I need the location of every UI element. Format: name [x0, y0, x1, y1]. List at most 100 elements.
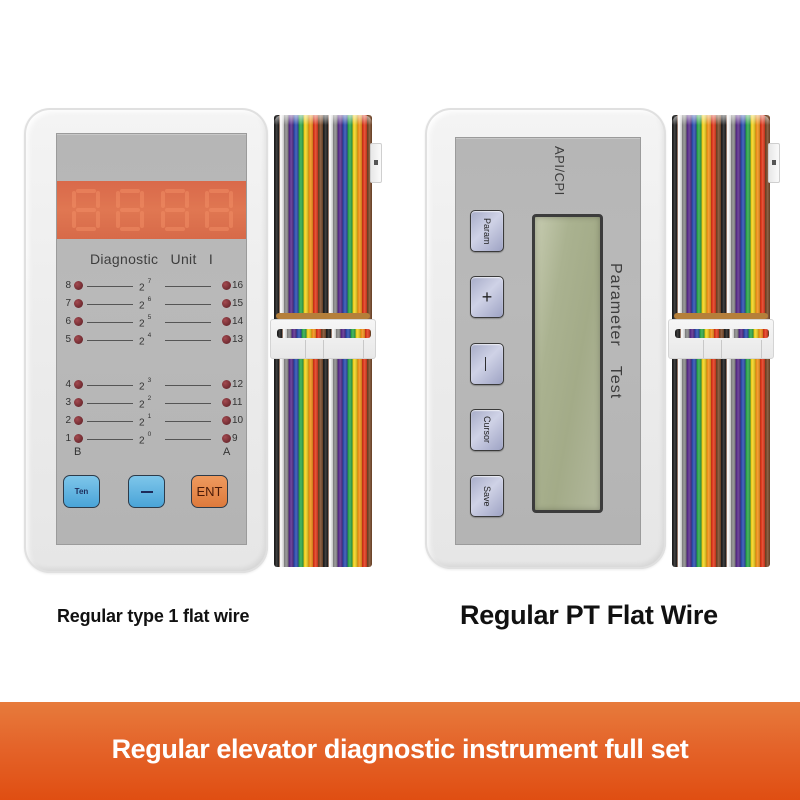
minus-icon: —: [479, 357, 495, 371]
param-button-label: Param: [482, 217, 492, 245]
parameter-test-faceplate: API/CPI Parameter Test Param + — Cursor …: [455, 137, 641, 545]
cable-fold: [672, 115, 770, 125]
led-number-b: 6: [65, 316, 71, 327]
divider: [165, 385, 211, 386]
model-label: API/CPI: [552, 146, 567, 196]
column-label-a: A: [223, 446, 231, 458]
minus-button[interactable]: —: [470, 343, 504, 385]
divider: [165, 421, 211, 422]
cursor-button-label: Cursor: [482, 416, 492, 444]
column-label-b: B: [74, 446, 82, 458]
cable-connector: [768, 143, 780, 183]
cursor-button[interactable]: Cursor: [470, 409, 504, 451]
led-row: 6 25 14: [57, 314, 246, 330]
led-indicator-icon: [222, 299, 231, 308]
divider: [165, 403, 211, 404]
led-indicator-icon: [222, 434, 231, 443]
ent-button[interactable]: ENT: [191, 475, 228, 508]
connector-window: [277, 329, 371, 338]
led-indicator-icon: [74, 317, 83, 326]
led-row: 3 22 11: [57, 395, 246, 411]
led-number-a: 16: [232, 280, 244, 291]
ten-button-label: Ten: [74, 487, 89, 496]
ten-button[interactable]: Ten: [63, 475, 100, 508]
plus-icon: +: [481, 287, 493, 307]
divider: [87, 439, 133, 440]
cable-connector: [370, 143, 382, 183]
caption-pt-flat-wire: Regular PT Flat Wire: [460, 600, 718, 630]
divider: [165, 322, 211, 323]
rubber-band: [276, 313, 370, 319]
diagnostic-unit-faceplate: Diagnostic Unit I 8 27 16 7 26 15 6 25: [56, 133, 247, 545]
bit-weight-label: 24: [139, 332, 152, 348]
bit-weight-label: 21: [139, 413, 152, 429]
caption-type1-flat-wire: Regular type 1 flat wire: [57, 606, 250, 626]
led-indicator-icon: [222, 281, 231, 290]
cable-connector-clip: [668, 319, 774, 359]
minus-icon: [140, 490, 153, 493]
minus-button[interactable]: [128, 475, 165, 508]
led-number-a: 9: [232, 433, 238, 444]
bit-weight-label: 26: [139, 296, 152, 312]
param-button[interactable]: Param: [470, 210, 504, 252]
diagnostic-unit-device: Diagnostic Unit I 8 27 16 7 26 15 6 25: [24, 108, 268, 573]
cable-connector-clip: [270, 319, 376, 359]
device-title: Diagnostic Unit I: [89, 251, 214, 267]
led-row: 1 20 9: [57, 431, 246, 447]
led-indicator-icon: [74, 380, 83, 389]
parameter-test-device: API/CPI Parameter Test Param + — Cursor …: [425, 108, 666, 569]
led-indicator-icon: [74, 416, 83, 425]
led-indicator-icon: [74, 434, 83, 443]
led-number-a: 14: [232, 316, 244, 327]
bit-weight-label: 25: [139, 314, 152, 330]
divider: [165, 340, 211, 341]
device-title: Parameter Test: [607, 263, 624, 400]
ribbon-cable-pt: [668, 115, 780, 567]
divider: [87, 322, 133, 323]
led-number-a: 12: [232, 379, 244, 390]
led-number-a: 15: [232, 298, 244, 309]
led-number-b: 8: [65, 280, 71, 291]
led-number-b: 4: [65, 379, 71, 390]
led-indicator-icon: [222, 416, 231, 425]
bit-weight-label: 23: [139, 377, 152, 393]
cable-fold: [274, 115, 372, 125]
connector-window: [675, 329, 769, 338]
save-button[interactable]: Save: [470, 475, 504, 517]
led-indicator-icon: [74, 335, 83, 344]
plus-button[interactable]: +: [470, 276, 504, 318]
led-number-a: 11: [232, 397, 243, 408]
rubber-band: [674, 313, 768, 319]
led-indicator-icon: [74, 299, 83, 308]
display-digit-2: [114, 188, 145, 232]
bit-weight-label: 20: [139, 431, 152, 447]
led-row: 5 24 13: [57, 332, 246, 348]
divider: [87, 340, 133, 341]
display-digit-1: [70, 188, 101, 232]
divider: [87, 304, 133, 305]
led-number-b: 5: [65, 334, 71, 345]
led-indicator-icon: [222, 398, 231, 407]
seven-segment-display: [57, 181, 246, 239]
divider: [87, 403, 133, 404]
divider: [165, 304, 211, 305]
save-button-label: Save: [482, 485, 492, 507]
led-indicator-icon: [74, 281, 83, 290]
lcd-screen: [532, 214, 603, 513]
divider: [165, 286, 211, 287]
led-number-a: 10: [232, 415, 244, 426]
bit-weight-label: 22: [139, 395, 152, 411]
led-indicator-icon: [222, 335, 231, 344]
display-digit-3: [159, 188, 189, 232]
divider: [165, 439, 211, 440]
led-number-b: 2: [65, 415, 71, 426]
led-indicator-icon: [222, 380, 231, 389]
divider: [87, 385, 133, 386]
divider: [87, 421, 133, 422]
bit-weight-label: 27: [139, 278, 152, 294]
display-digit-4: [203, 188, 233, 232]
led-number-b: 1: [65, 433, 71, 444]
product-banner: Regular elevator diagnostic instrument f…: [0, 702, 800, 800]
ribbon-cable-type1: [270, 115, 382, 567]
divider: [87, 286, 133, 287]
